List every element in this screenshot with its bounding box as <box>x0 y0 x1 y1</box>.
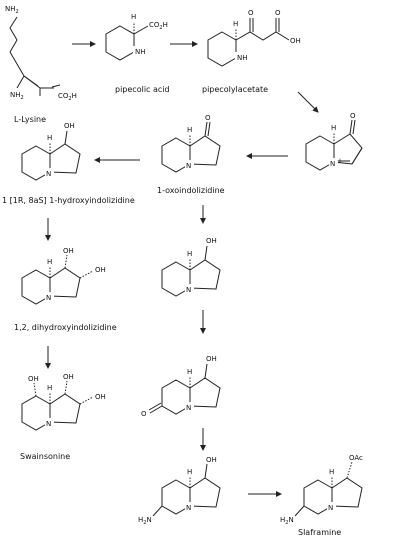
iminium-h-label: H <box>331 124 336 132</box>
pipecolylacetate-nh-label: NH <box>237 54 248 62</box>
swainsonine-n-label: N <box>46 420 51 428</box>
pipecolylacetate-h-label: H <box>233 20 238 28</box>
keto-n-label: N <box>186 404 191 412</box>
keto-oh-label: OH <box>206 355 217 363</box>
arrow-to-iminium <box>297 91 319 113</box>
hydroxy-oh-label: OH <box>64 122 75 130</box>
pipecolic-acid-structure: H CO2H NH <box>105 13 168 61</box>
slaframine-h-label: H <box>329 468 334 476</box>
caption-pipecolic-acid: pipecolic acid <box>115 85 170 94</box>
pipecolic-nh-label: NH <box>135 48 146 56</box>
slaframine-structure: H OAc H2N N <box>280 454 363 526</box>
center-n-label: N <box>186 286 191 294</box>
oxo-n-label: N <box>186 162 191 170</box>
lysine-amine-label: NH2 <box>10 91 24 101</box>
swainsonine-oh2-label: OH <box>63 373 74 381</box>
amino-nh2-label: H2N <box>138 516 152 526</box>
hydroxy-n-label: N <box>46 170 51 178</box>
amino-h-label: H <box>187 468 192 476</box>
pipecolic-co2h-label: CO2H <box>149 21 168 31</box>
oxo-h-label: H <box>187 126 192 134</box>
caption-dihydroxyindolizidine: 1,2, dihydroxyindolizidine <box>14 323 117 332</box>
swainsonine-oh1-label: OH <box>28 375 39 383</box>
swainsonine-structure: OH H OH OH N <box>21 373 106 431</box>
dihydroxy-oh2-label: OH <box>95 266 106 274</box>
slaframine-oac-label: OAc <box>349 454 363 462</box>
dihydroxyindolizidine-structure: H OH OH N <box>21 247 106 305</box>
caption-lysine: L-Lysine <box>14 115 46 124</box>
pipecolylacetate-structure: H O O OH NH <box>207 9 301 67</box>
amino-hydroxyindolizidine-structure: H OH H2N N <box>138 456 221 526</box>
hydroxyindolizidine-structure: H OH N <box>21 122 81 181</box>
caption-pipecolylacetate: pipecolylacetate <box>202 85 268 94</box>
lysine-nh2-label: NH2 <box>5 5 19 15</box>
center-h-label: H <box>187 250 192 258</box>
pipecolylacetate-oh-label: OH <box>290 37 301 45</box>
slaframine-n-label: N <box>328 504 333 512</box>
hydroxy-h-label: H <box>47 134 52 142</box>
caption-oxoindolizidine: 1-oxoindolizidine <box>157 186 225 195</box>
pipecolylacetate-acid-o: O <box>275 9 281 17</box>
center-hydroxyindolizidine-structure: H OH N <box>161 237 221 297</box>
lysine-structure: NH2 NH2 CO2H <box>5 5 77 102</box>
center-oh-label: OH <box>206 237 217 245</box>
iminium-charge: + <box>337 157 343 165</box>
dihydroxy-h-label: H <box>47 258 52 266</box>
keto-hydroxyindolizidine-structure: H OH O N <box>141 355 221 418</box>
oxoindolizidine-structure: H O N <box>161 114 221 173</box>
pipecolic-h-label: H <box>131 13 136 21</box>
swainsonine-oh3-label: OH <box>95 393 106 401</box>
oxo-o-label: O <box>205 114 211 122</box>
amino-oh-label: OH <box>206 456 217 464</box>
keto-o-label: O <box>141 410 147 418</box>
dihydroxy-n-label: N <box>46 294 51 302</box>
iminium-o-label: O <box>350 112 356 120</box>
iminium-structure: H O N + <box>305 112 363 171</box>
keto-h-label: H <box>187 368 192 376</box>
caption-hydroxyindolizidine: 1 [1R, 8aS] 1-hydroxyindolizidine <box>2 196 135 205</box>
caption-slaframine: Slaframine <box>298 528 341 537</box>
swainsonine-h-label: H <box>47 384 52 392</box>
slaframine-nh2-label: H2N <box>280 516 294 526</box>
pipecolylacetate-ketone-o: O <box>248 9 254 17</box>
dihydroxy-oh1-label: OH <box>63 247 74 255</box>
caption-swainsonine: Swainsonine <box>20 452 70 461</box>
iminium-n-label: N <box>330 160 335 168</box>
lysine-acid-label: CO2H <box>58 92 77 102</box>
amino-n-label: N <box>186 504 191 512</box>
